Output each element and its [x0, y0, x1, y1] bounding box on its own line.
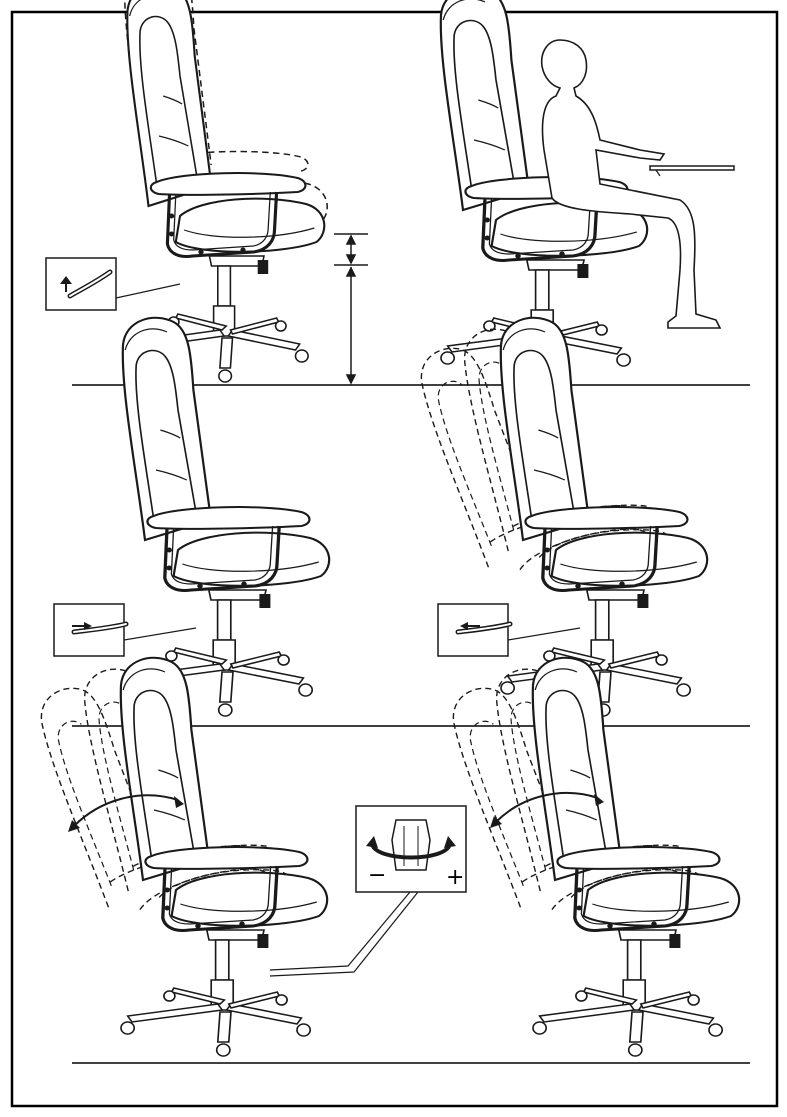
- height-dimension-arrow: [334, 233, 368, 385]
- panel-height-adjustment: [45, 0, 368, 385]
- tension-knob-inset: − +: [269, 805, 467, 977]
- recline-arc-arrow: [73, 794, 179, 827]
- lever-inset-right: [53, 603, 197, 657]
- desk-surface: [649, 165, 735, 171]
- arrow-up-icon: [60, 276, 72, 284]
- lever-inset-up: [45, 257, 181, 311]
- lever-inset-left: [437, 603, 581, 657]
- recline-arc-arrow: [495, 791, 599, 823]
- arrow-right-icon: [84, 622, 92, 630]
- arrow-left-icon: [460, 622, 468, 630]
- panel-seated-posture: [439, 0, 735, 388]
- panel-tilt-unlock: [414, 309, 709, 718]
- plus-label: +: [446, 865, 464, 890]
- person-silhouette: [540, 39, 722, 329]
- panel-tilt-lock: [53, 316, 331, 718]
- rotate-arrow-icon: [370, 843, 452, 860]
- panel-tension-right: [446, 649, 741, 1058]
- panel-tension-left: [34, 649, 329, 1058]
- minus-label: −: [368, 863, 386, 888]
